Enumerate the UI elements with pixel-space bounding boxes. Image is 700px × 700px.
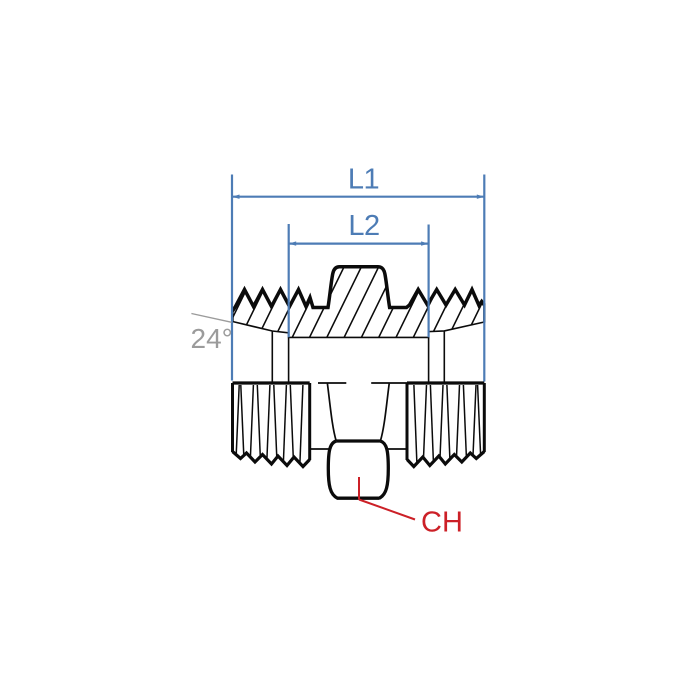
svg-text:CH: CH (421, 507, 463, 539)
svg-text:24°: 24° (191, 323, 233, 354)
svg-text:L1: L1 (348, 164, 379, 196)
svg-text:L2: L2 (348, 210, 379, 242)
